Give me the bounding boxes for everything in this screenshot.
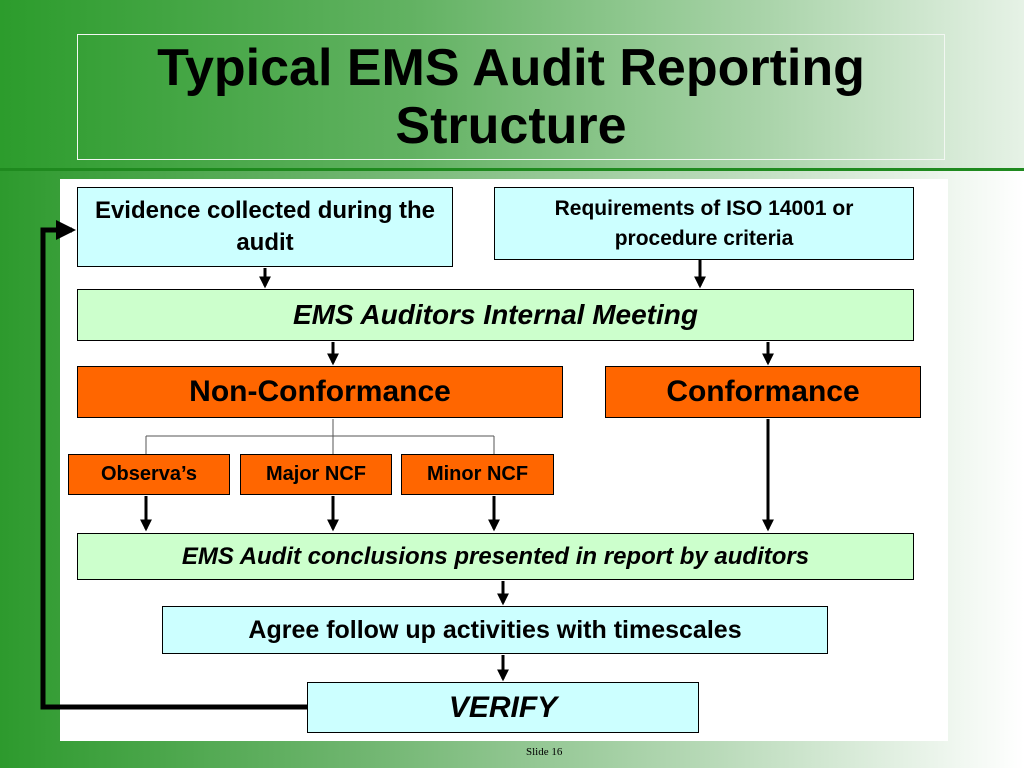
slide-title-line-2: Structure xyxy=(395,97,627,155)
conformance-box: Conformance xyxy=(605,366,921,418)
requirements-box: Requirements of ISO 14001 or procedure c… xyxy=(494,187,914,260)
verify-box: VERIFY xyxy=(307,682,699,733)
conclusions-box: EMS Audit conclusions presented in repor… xyxy=(77,533,914,580)
title-frame: Typical EMS Audit Reporting Structure xyxy=(77,34,945,160)
minor-ncf-box: Minor NCF xyxy=(401,454,554,495)
follow-up-label: Agree follow up activities with timescal… xyxy=(248,615,742,644)
evidence-label: Evidence collected during the audit xyxy=(94,197,436,256)
follow-up-box: Agree follow up activities with timescal… xyxy=(162,606,828,654)
verify-label: VERIFY xyxy=(448,690,558,724)
major-ncf-box: Major NCF xyxy=(240,454,392,495)
non-conformance-label: Non-Conformance xyxy=(189,375,451,408)
slide-title-line-1: Typical EMS Audit Reporting xyxy=(157,39,865,97)
requirements-label: Requirements of ISO 14001 or procedure c… xyxy=(554,196,854,250)
conclusions-label: EMS Audit conclusions presented in repor… xyxy=(181,542,810,570)
slide-number: Slide 16 xyxy=(526,746,563,758)
conformance-label: Conformance xyxy=(666,375,860,408)
major-ncf-label: Major NCF xyxy=(266,463,366,485)
observations-label: Observa’s xyxy=(101,463,197,485)
header-divider xyxy=(0,168,1024,171)
non-conformance-box: Non-Conformance xyxy=(77,366,563,418)
observations-box: Observa’s xyxy=(68,454,230,495)
evidence-box: Evidence collected during the audit xyxy=(77,187,453,267)
meeting-label: EMS Auditors Internal Meeting xyxy=(293,299,698,330)
header-band xyxy=(0,0,1024,168)
meeting-box: EMS Auditors Internal Meeting xyxy=(77,289,914,341)
minor-ncf-label: Minor NCF xyxy=(426,463,529,485)
